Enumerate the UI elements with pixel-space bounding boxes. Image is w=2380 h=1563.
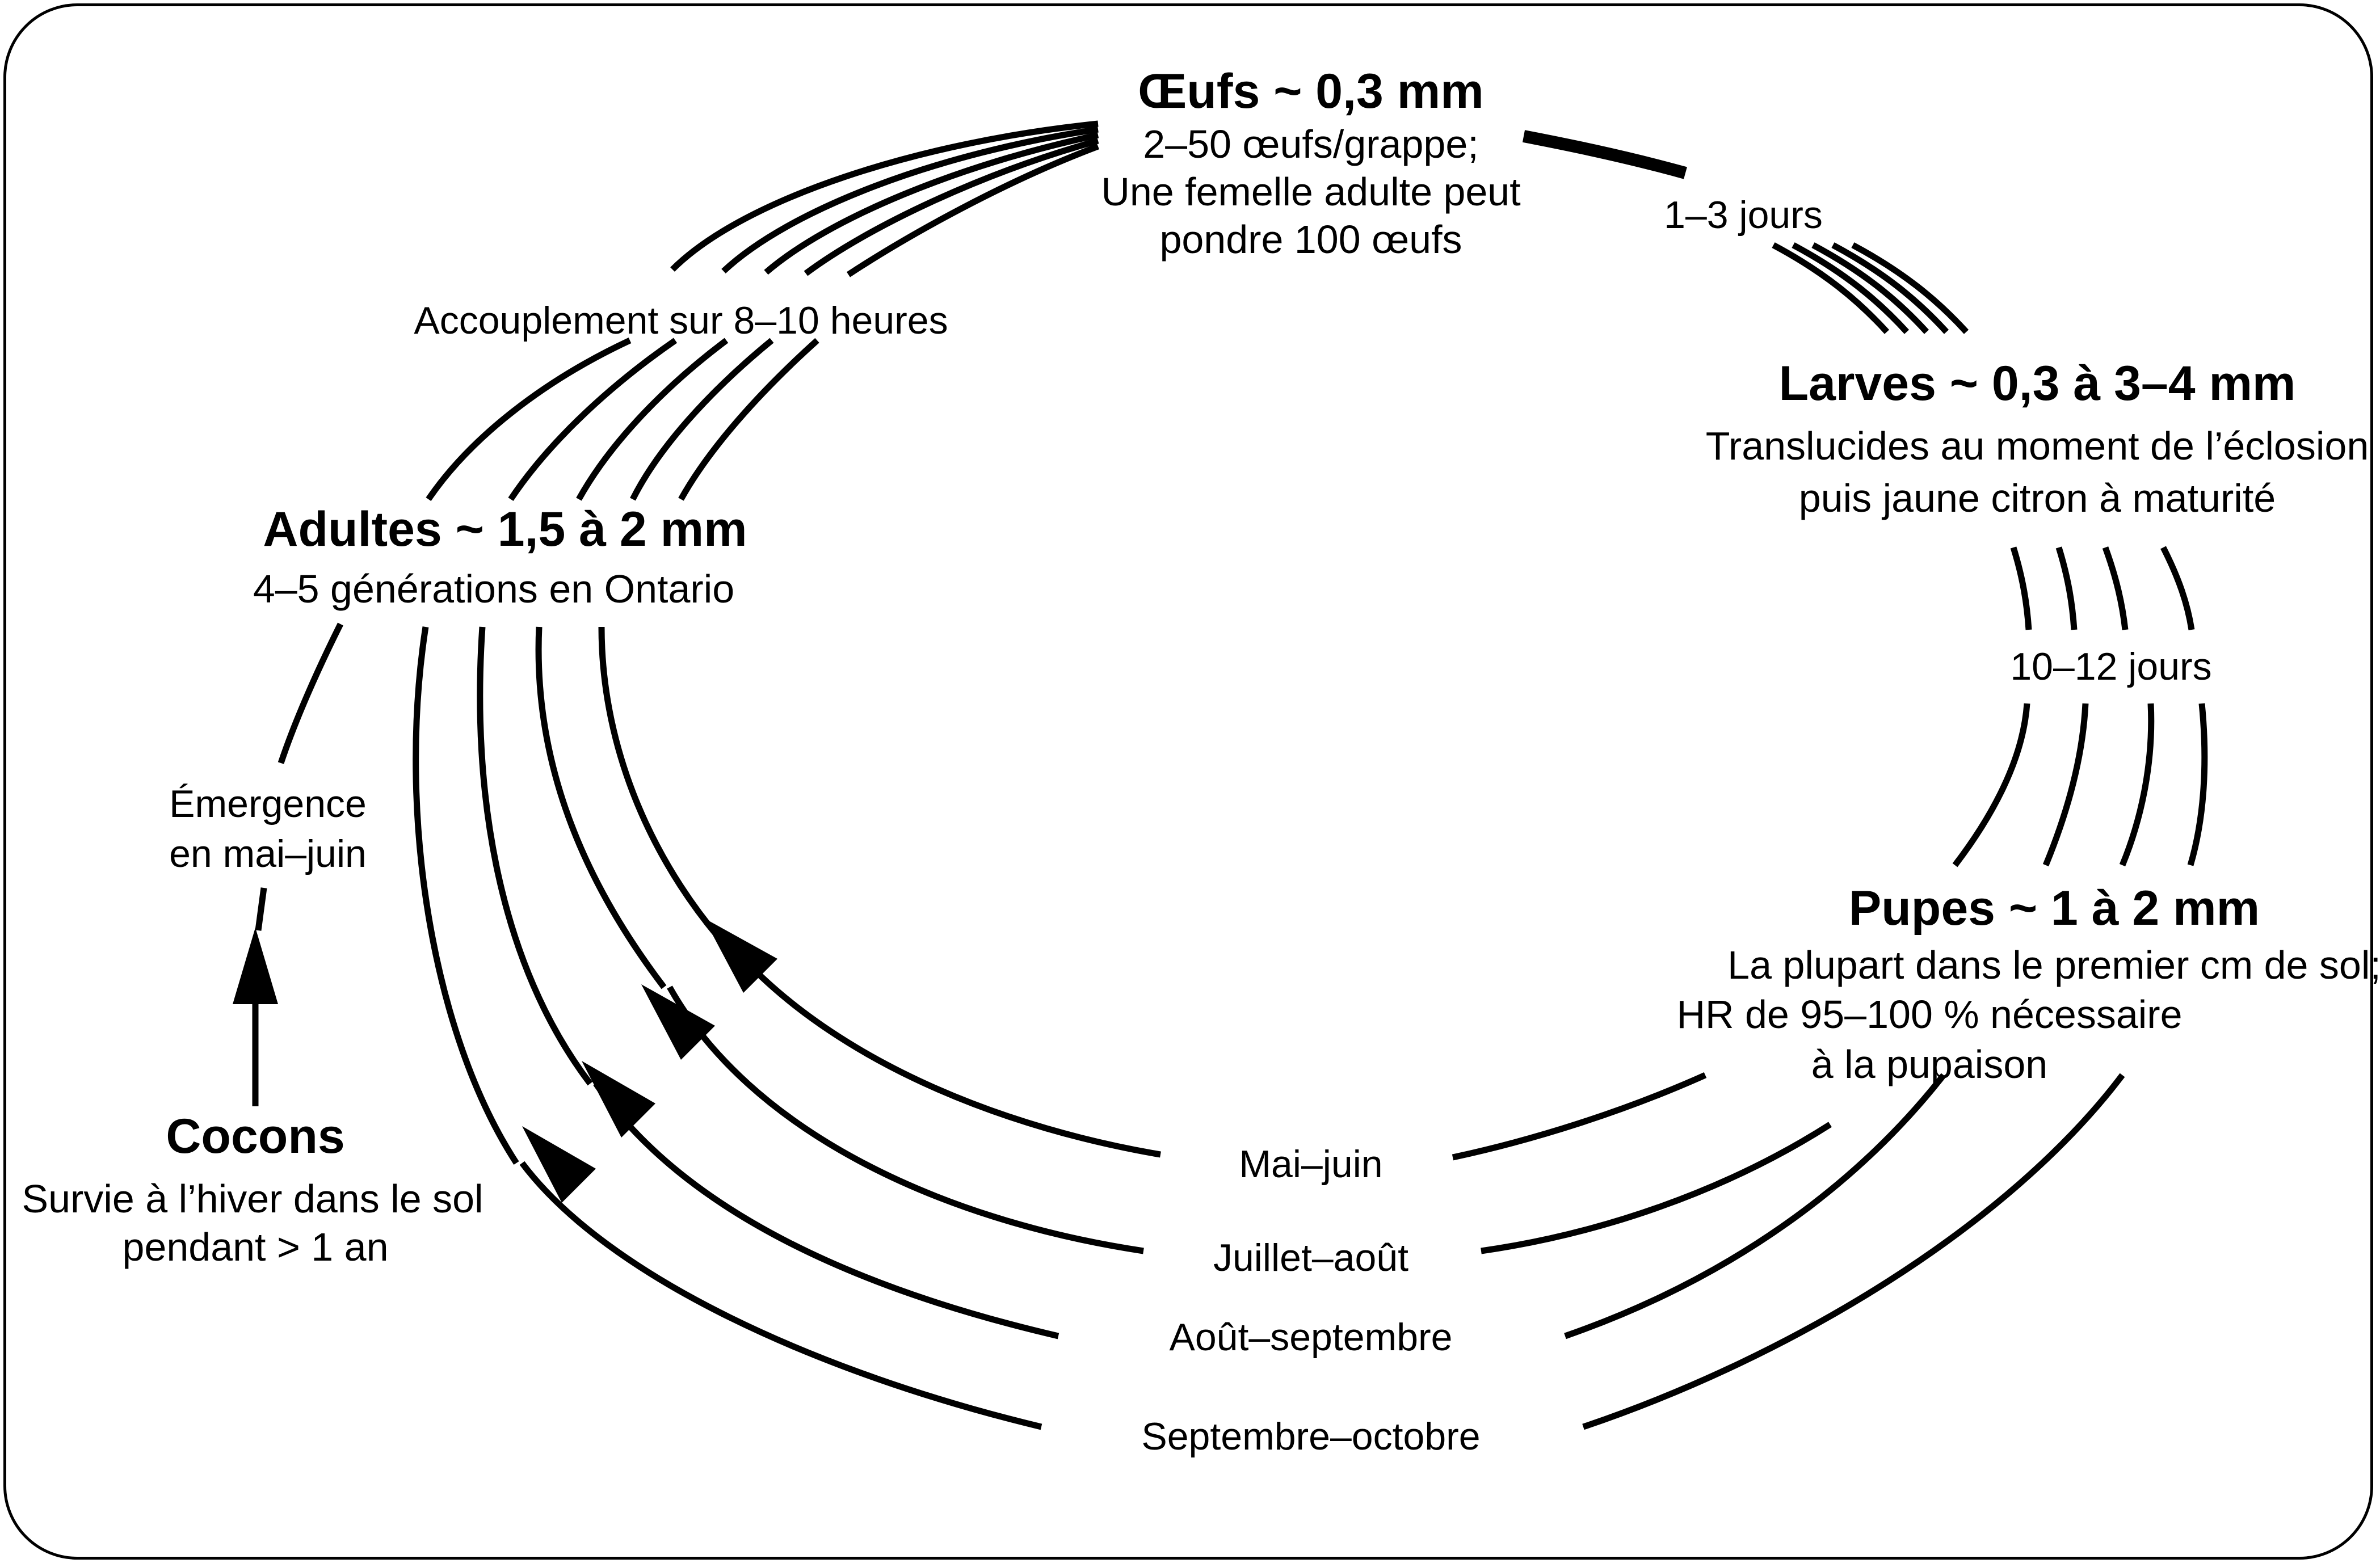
cocoons-line-1: Survie à l’hiver dans le sol (22, 1177, 483, 1221)
pupae-line-2: HR de 95–100 % nécessaire (1676, 992, 2182, 1037)
eggs-line-2: Une femelle adulte peut (1101, 170, 1520, 214)
generation-1-label: Mai–juin (1239, 1143, 1382, 1186)
stage-cocoons: Cocons Survie à l’hiver dans le sol pend… (22, 1109, 483, 1269)
pupae-title: Pupes ~ 1 à 2 mm (1849, 881, 2260, 936)
generation-return-arcs (413, 626, 1161, 1430)
eggs-line-3: pondre 100 œufs (1159, 217, 1462, 262)
generation-4-label: Septembre–octobre (1141, 1415, 1480, 1458)
cocoons-to-adults-arrow (233, 622, 343, 1106)
generation-3-label: Août–septembre (1170, 1316, 1453, 1359)
larvae-title: Larves ~ 0,3 à 3–4 mm (1779, 356, 2296, 411)
pupae-line-1: La plupart dans le premier cm de sol; (1727, 943, 2380, 987)
larvae-line-1: Translucides au moment de l’éclosion (1706, 424, 2369, 468)
pupae-line-3: à la pupaison (1811, 1042, 2047, 1086)
generation-2-label: Juillet–août (1213, 1236, 1408, 1279)
eggs-line-1: 2–50 œufs/grappe; (1143, 122, 1478, 166)
adults-line-1: 4–5 générations en Ontario (253, 567, 734, 611)
pupae-to-bottom-arcs (1452, 1072, 2125, 1430)
adults-title: Adultes ~ 1,5 à 2 mm (263, 502, 747, 557)
stage-eggs: Œufs ~ 0,3 mm 2–50 œufs/grappe; Une feme… (1101, 64, 1520, 262)
cocoons-title: Cocons (166, 1109, 344, 1164)
stage-pupae: Pupes ~ 1 à 2 mm La plupart dans le prem… (1676, 881, 2380, 1086)
emergence-label-line-1: Émergence (169, 782, 367, 825)
emergence-label-line-2: en mai–juin (169, 832, 367, 875)
arrowheads (522, 918, 777, 1203)
arrowhead-mai-juin (704, 918, 777, 993)
adults-to-eggs-label: Accouplement sur 8–10 heures (414, 299, 948, 342)
arrowhead-juillet-aout (641, 984, 715, 1060)
stage-larvae: Larves ~ 0,3 à 3–4 mm Translucides au mo… (1706, 356, 2369, 520)
arrowhead-emergence (233, 928, 278, 1004)
larvae-to-pupae-arcs (1952, 546, 2208, 867)
generation-labels: Mai–juin Juillet–août Août–septembre Sep… (1141, 1143, 1480, 1458)
larvae-line-2: puis jaune citron à maturité (1799, 476, 2276, 520)
larvae-to-pupae-label: 10–12 jours (2010, 645, 2211, 688)
stage-adults: Adultes ~ 1,5 à 2 mm 4–5 générations en … (253, 502, 747, 611)
eggs-to-larvae-label: 1–3 jours (1664, 193, 1823, 237)
eggs-title: Œufs ~ 0,3 mm (1138, 64, 1483, 119)
adults-to-eggs-arcs (426, 120, 1099, 502)
arrowhead-septembre-octobre (522, 1126, 596, 1203)
arrowhead-aout-septembre (582, 1061, 655, 1138)
cocoons-line-2: pendant > 1 an (122, 1225, 388, 1269)
eggs-to-larvae-arcs (1522, 130, 1969, 334)
diagram-frame (3, 3, 2373, 1560)
